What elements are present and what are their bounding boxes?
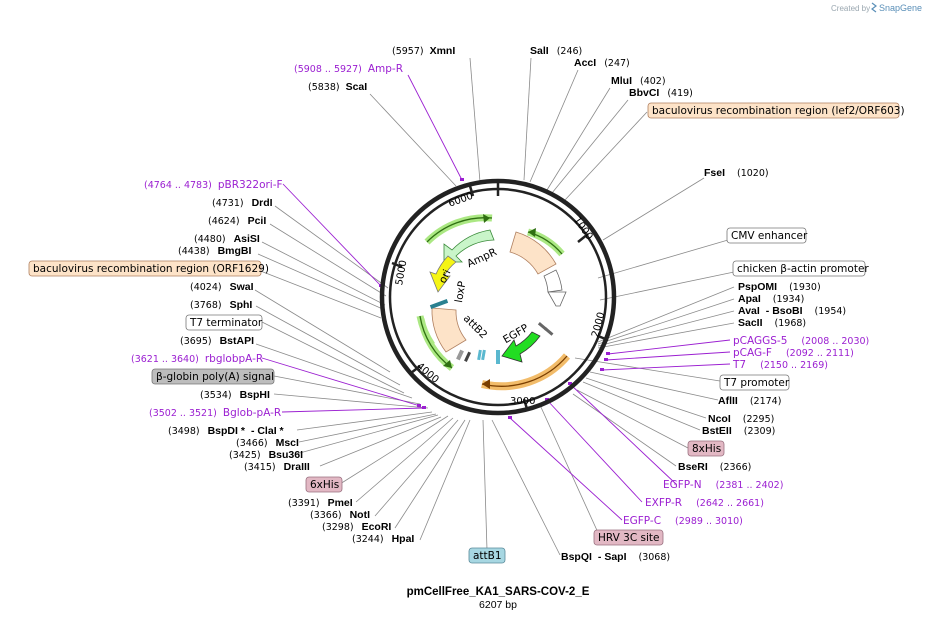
enzyme-sali: SalI(246) [530,45,582,57]
enzyme-mlui: MluI(402) [611,75,666,87]
enzyme-bsteii: BstEII(2309) [702,425,775,437]
box-chicken-actin: chicken β-actin promoter [732,260,869,277]
enzyme-ecori: (3298)EcoRI [322,521,391,533]
enzyme-hpai: (3244)HpaI [352,533,414,545]
enzyme-bsu36i: (3425)Bsu36I [229,449,303,461]
box-cmv-enhancer: CMV enhancer [726,227,808,244]
box-6xhis: 6xHis [305,476,343,493]
enzyme-drdi: (4731)DrdI [212,197,273,209]
svg-text:chicken β-actin promoter: chicken β-actin promoter [737,263,869,275]
enzyme-bsphi: (3534)BspHI [200,389,270,401]
primer-t7: T7(2150 .. 2169) [732,359,828,371]
box-baculo-lef2: baculovirus recombination region (lef2/O… [647,102,905,119]
primer-egfp-n: EGFP-N(2381 .. 2402) [663,479,783,491]
tick-2000: 2000 [590,311,607,338]
svg-text:attB1: attB1 [473,550,502,562]
primer-exfp-r: EXFP-R(2642 .. 2661) [645,497,764,509]
feature-arrows [416,214,571,391]
tick-3000: 3000 [510,396,535,407]
enzyme-msci: (3466)MscI [236,437,299,449]
plasmid-length: 6207 bp [479,599,517,611]
enzyme-xmni: (5957)XmnI [392,45,455,57]
enzyme-bbvci: BbvCI(419) [629,87,693,99]
enzyme-scai: (5838)ScaI [308,81,367,93]
primer-egfp-c: EGFP-C(2989 .. 3010) [623,515,743,527]
box-beta-globin: β-globin poly(A) signal [151,368,275,385]
svg-text:HRV 3C site: HRV 3C site [598,532,659,544]
enzyme-pmei: (3391)PmeI [288,497,353,509]
box-hrv-3c: HRV 3C site [593,529,664,546]
svg-text:8xHis: 8xHis [692,443,721,455]
svg-text:β-globin poly(A) signal: β-globin poly(A) signal [156,371,274,383]
primer-pcag-f: pCAG-F(2092 .. 2111) [733,347,854,359]
box-attb1: attB1 [468,547,506,564]
enzyme-pcii: (4624)PciI [208,215,266,227]
enzyme-bspqi: BspQI- SapI(3068) [561,551,670,563]
svg-text:baculovirus recombination regi: baculovirus recombination region (ORF162… [33,263,269,275]
label-ori: ori [437,268,454,285]
plasmid-title: pmCellFree_KA1_SARS-COV-2_E [407,586,590,598]
enzyme-bmgbi: (4438)BmgBI [178,245,252,257]
box-t7-terminator: T7 terminator [185,314,263,331]
enzyme-acci: AccI(247) [574,57,630,69]
tick-6000: 6000 [447,191,475,210]
label-loxp: loxP [453,280,469,303]
credit-prefix: Created by [831,4,870,13]
enzyme-bseri: BseRI(2366) [678,461,751,473]
primer-bglob-pa-r: (3502 .. 3521)Bglob-pA-R [149,407,281,419]
credit-brand: SnapGene [879,3,922,13]
enzyme-labels-left: (4764 .. 4783)pBR322ori-F (4731)DrdI (46… [131,179,414,545]
enzyme-fsei: FseI(1020) [704,167,769,179]
enzyme-draiii: (3415)DraIII [244,461,310,473]
enzyme-avai: AvaI- BsoBI(1954) [738,305,846,317]
svg-text:CMV enhancer: CMV enhancer [731,230,808,242]
primer-amp-r: (5908 .. 5927)Amp-R [294,63,403,75]
leader-lines [254,57,735,556]
box-t7-promoter: T7 promoter [719,374,790,391]
svg-text:T7 promoter: T7 promoter [723,377,790,389]
enzyme-sphi: (3768)SphI [190,299,252,311]
boxed-features: baculovirus recombination region (lef2/O… [28,102,905,564]
primer-rbglobpa-r: (3621 .. 3640)rbglobpA-R [131,353,263,365]
label-ampr: AmpR [465,246,499,270]
enzyme-bstapi: (3695)BstAPI [180,335,254,347]
enzyme-asisi: (4480)AsiSI [194,233,260,245]
enzyme-pspomi: PspOMI(1930) [738,281,821,293]
enzyme-labels-top: (5957)XmnI SalI(246) AccI(247) MluI(402)… [308,45,769,179]
primer-pcaggs-5: pCAGGS-5(2008 .. 2030) [733,335,869,347]
primer-lines [261,74,731,521]
svg-text:6xHis: 6xHis [310,479,339,491]
enzyme-labels-right: PspOMI(1930) ApaI(1934) AvaI- BsoBI(1954… [561,281,869,563]
snapgene-logo-icon [871,2,877,13]
svg-text:baculovirus recombination regi: baculovirus recombination region (lef2/O… [652,105,905,117]
tick-labels: 1000 2000 3000 4000 5000 6000 [394,191,607,407]
enzyme-sacii: SacII(1968) [738,317,806,329]
svg-text:T7 terminator: T7 terminator [189,317,263,329]
tick-marks [391,181,609,410]
primer-pbr322ori-f: (4764 .. 4783)pBR322ori-F [144,179,283,191]
tick-5000: 5000 [394,259,409,286]
enzyme-ncoi: NcoI(2295) [708,413,774,425]
box-8xhis: 8xHis [687,440,725,457]
enzyme-bspdi: (3498)BspDI *- ClaI * [168,425,285,437]
enzyme-noti: (3366)NotI [310,509,370,521]
label-attb2: attB2 [461,313,490,342]
enzyme-aflii: AflII(2174) [718,395,781,407]
enzyme-apai: ApaI(1934) [738,293,804,305]
box-baculo-orf1629: baculovirus recombination region (ORF162… [28,260,269,277]
enzyme-swai: (4024)SwaI [190,281,254,293]
